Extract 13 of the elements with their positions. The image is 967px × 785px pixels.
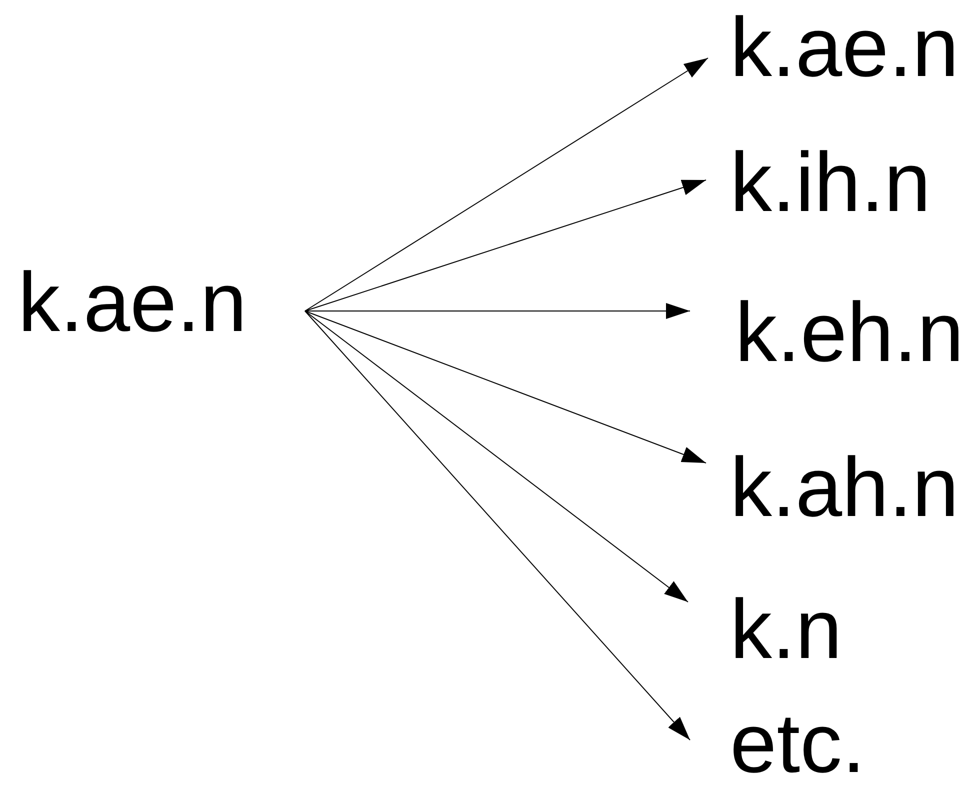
arrow [304,180,706,312]
node-label: k.ae.n [730,5,959,89]
arrow [304,303,690,319]
node-label: k.eh.n [735,290,964,374]
node-label: etc. [730,701,866,785]
arrow [304,310,706,464]
arrow [304,310,688,602]
arrow [304,310,690,740]
node-label: k.n [730,587,842,671]
arrow [304,58,708,312]
node-label: k.ih.n [730,140,931,224]
node-label: k.ae.n [18,260,247,344]
node-label: k.ah.n [730,445,959,529]
